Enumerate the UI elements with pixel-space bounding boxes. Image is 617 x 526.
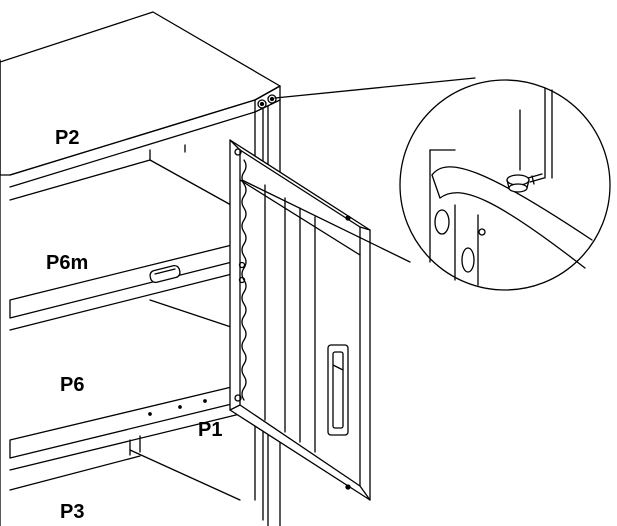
top-panel-p2 [0, 11, 281, 526]
label-p6m: P6m [46, 252, 89, 274]
label-p3: P3 [60, 501, 85, 523]
label-p1: P1 [198, 419, 223, 441]
callout-leaders [241, 77, 476, 263]
detail-magnifier [399, 79, 611, 291]
shelf-p6 [9, 384, 241, 471]
shelf-p6m [9, 242, 241, 331]
label-p6: P6 [60, 374, 85, 396]
inner-upper-shelf-area [9, 144, 241, 211]
label-p2: P2 [55, 127, 80, 149]
door-p1 [229, 139, 371, 501]
bottom-panel-p3 [9, 435, 241, 501]
